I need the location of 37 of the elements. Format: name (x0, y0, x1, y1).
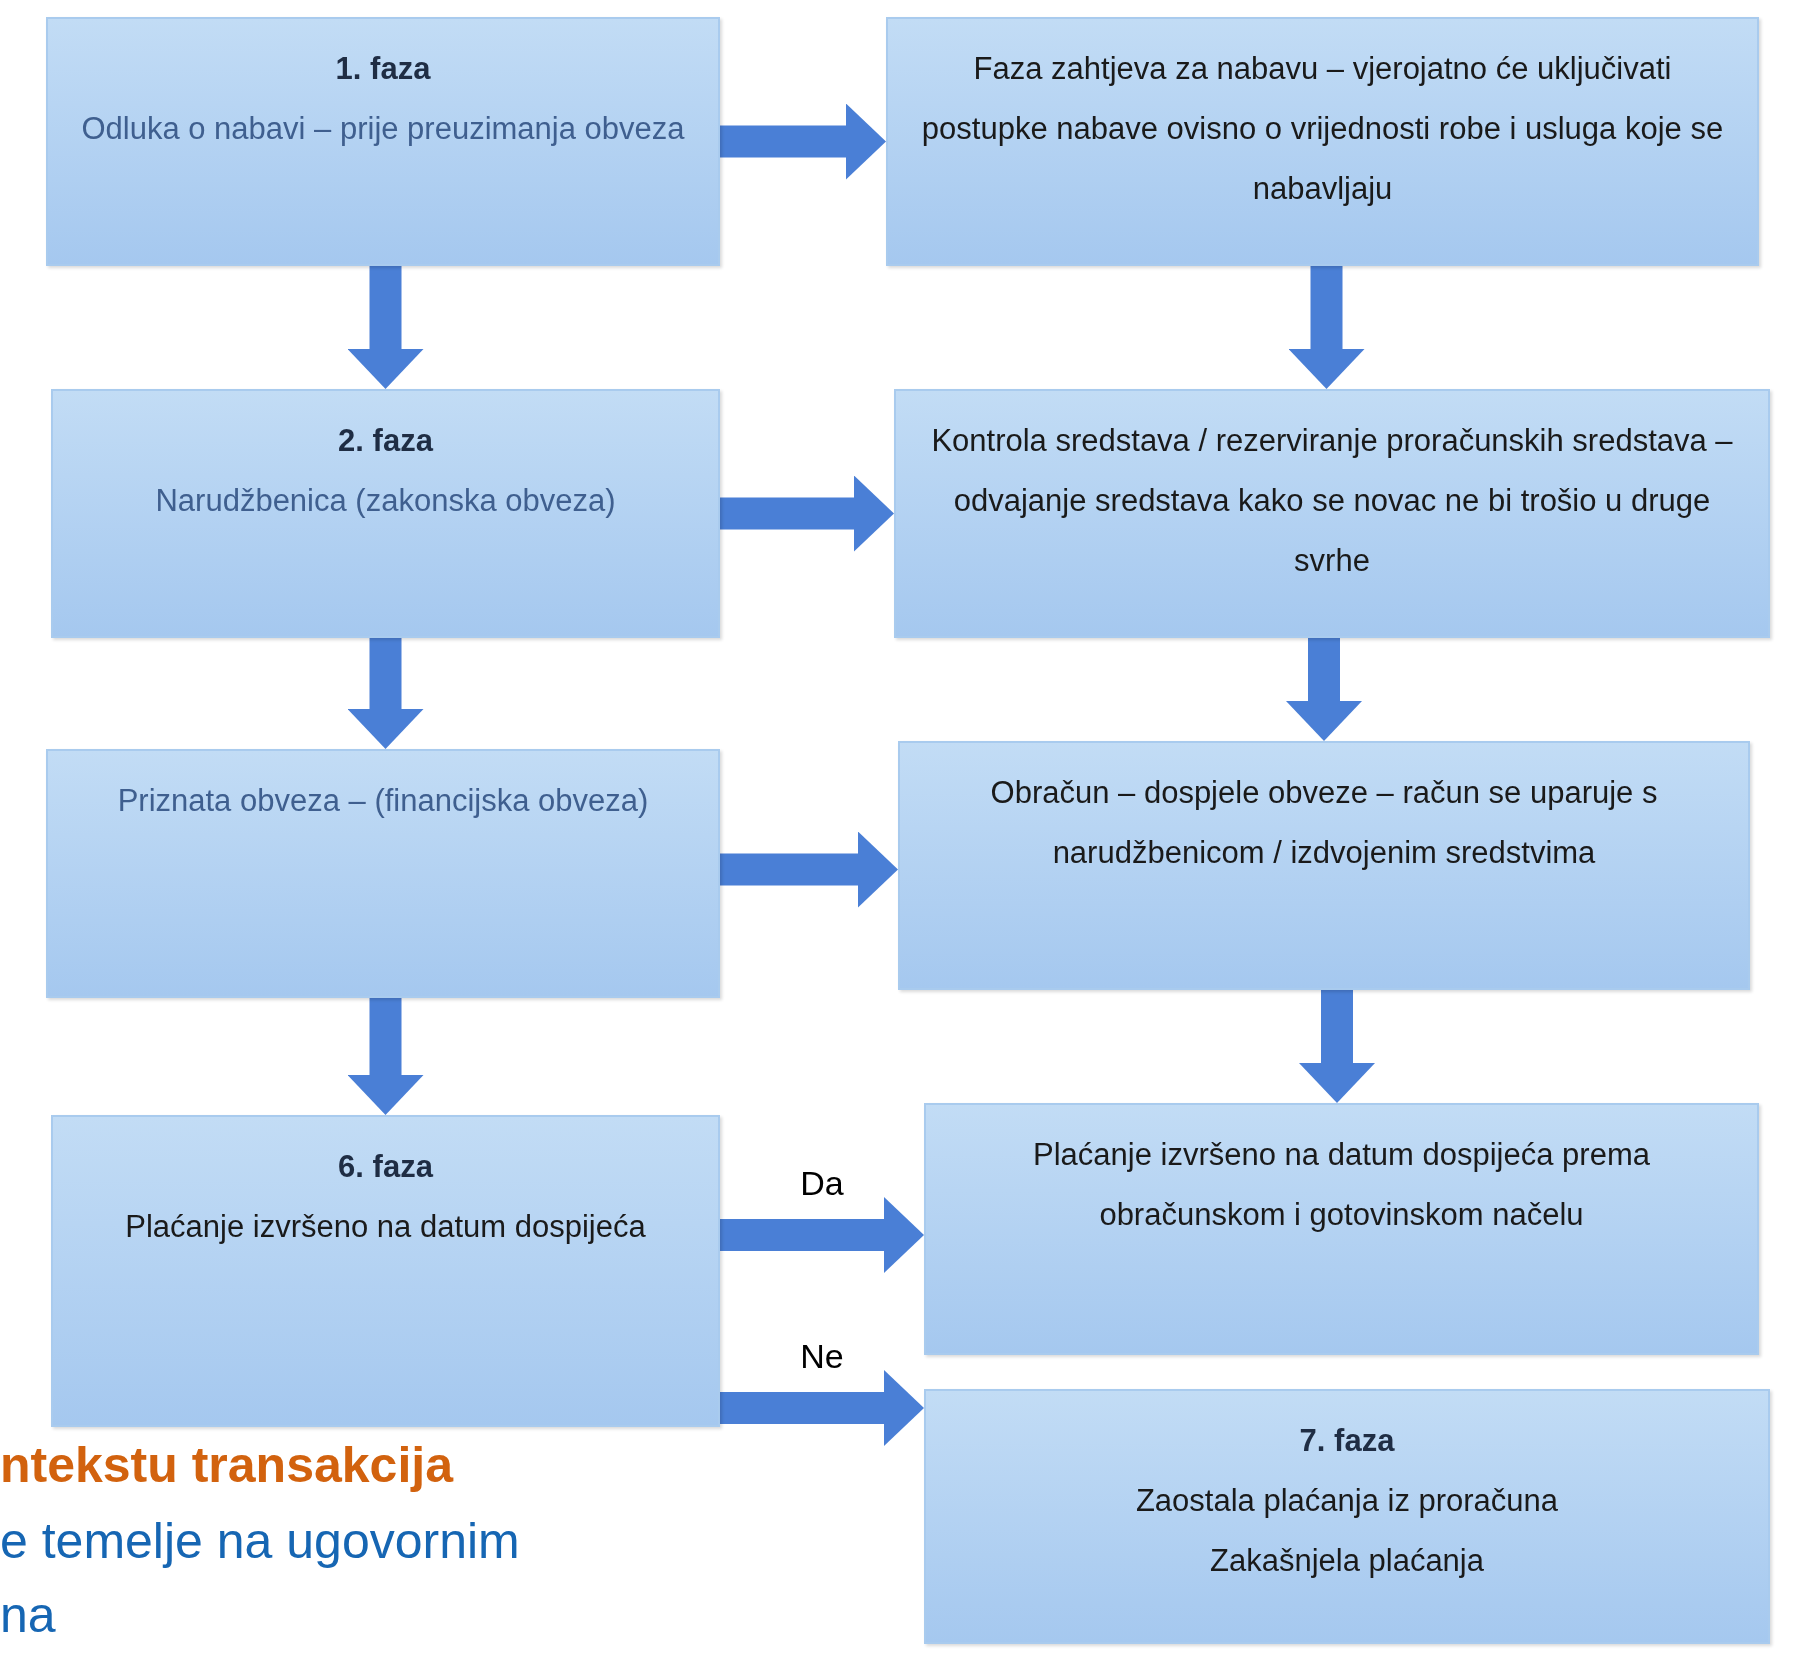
phase-heading: 7. faza (1299, 1422, 1395, 1460)
phase-heading: 6. faza (338, 1148, 433, 1186)
block-arrow (1288, 266, 1365, 389)
box-text: Faza zahtjeva za nabavu – vjerojatno će uključivati postupke nabave ovisno o vrijednosti robe i usluga koje se nabavljaju (920, 50, 1725, 208)
process-box (46, 749, 720, 998)
process-box (924, 1389, 1770, 1644)
box-text: Plaćanje izvršeno na datum dospijeća prema obračunskom i gotovinskom načelu (1032, 1136, 1651, 1234)
process-box (46, 17, 720, 266)
box-text: Zakašnjela plaćanja (1210, 1542, 1484, 1580)
process-box (898, 741, 1750, 990)
block-arrow (720, 103, 886, 180)
block-arrow (720, 475, 894, 552)
block-arrow (1299, 990, 1375, 1103)
box-text: Narudžbenica (zakonska obveza) (155, 482, 616, 520)
box-text: Odluka o nabavi – prije preuzimanja obveza (81, 110, 685, 148)
block-arrow (720, 1197, 924, 1273)
box-text: Obračun – dospjele obveze – račun se uparuje s narudžbenicom / izdvojenim sredstvima (989, 774, 1659, 872)
process-box (51, 1115, 720, 1427)
block-arrow (347, 266, 424, 389)
process-box (924, 1103, 1759, 1355)
block-arrow (720, 1370, 924, 1446)
block-arrow (347, 998, 424, 1115)
box-text: Priznata obveza – (financijska obveza) (117, 782, 649, 820)
block-arrow (1286, 638, 1362, 741)
phase-heading: 2. faza (338, 422, 433, 460)
box-text: Kontrola sredstava / rezerviranje proračunskih sredstava – odvajanje sredstava kako se novac ne bi trošio u druge svrhe (930, 422, 1734, 580)
box-text: Plaćanje izvršeno na datum dospijeća (125, 1208, 646, 1246)
slide-text: e temelje na ugovornim (0, 1516, 520, 1566)
block-arrow (347, 638, 424, 749)
box-text: Zaostala plaćanja iz proračuna (1135, 1482, 1559, 1520)
slide-text: ntekstu transakcija (0, 1440, 453, 1490)
process-box (51, 389, 720, 638)
process-box (894, 389, 1770, 638)
process-box (886, 17, 1759, 266)
block-arrow (720, 831, 898, 908)
slide-text: na (0, 1590, 56, 1640)
phase-heading: 1. faza (335, 50, 431, 88)
